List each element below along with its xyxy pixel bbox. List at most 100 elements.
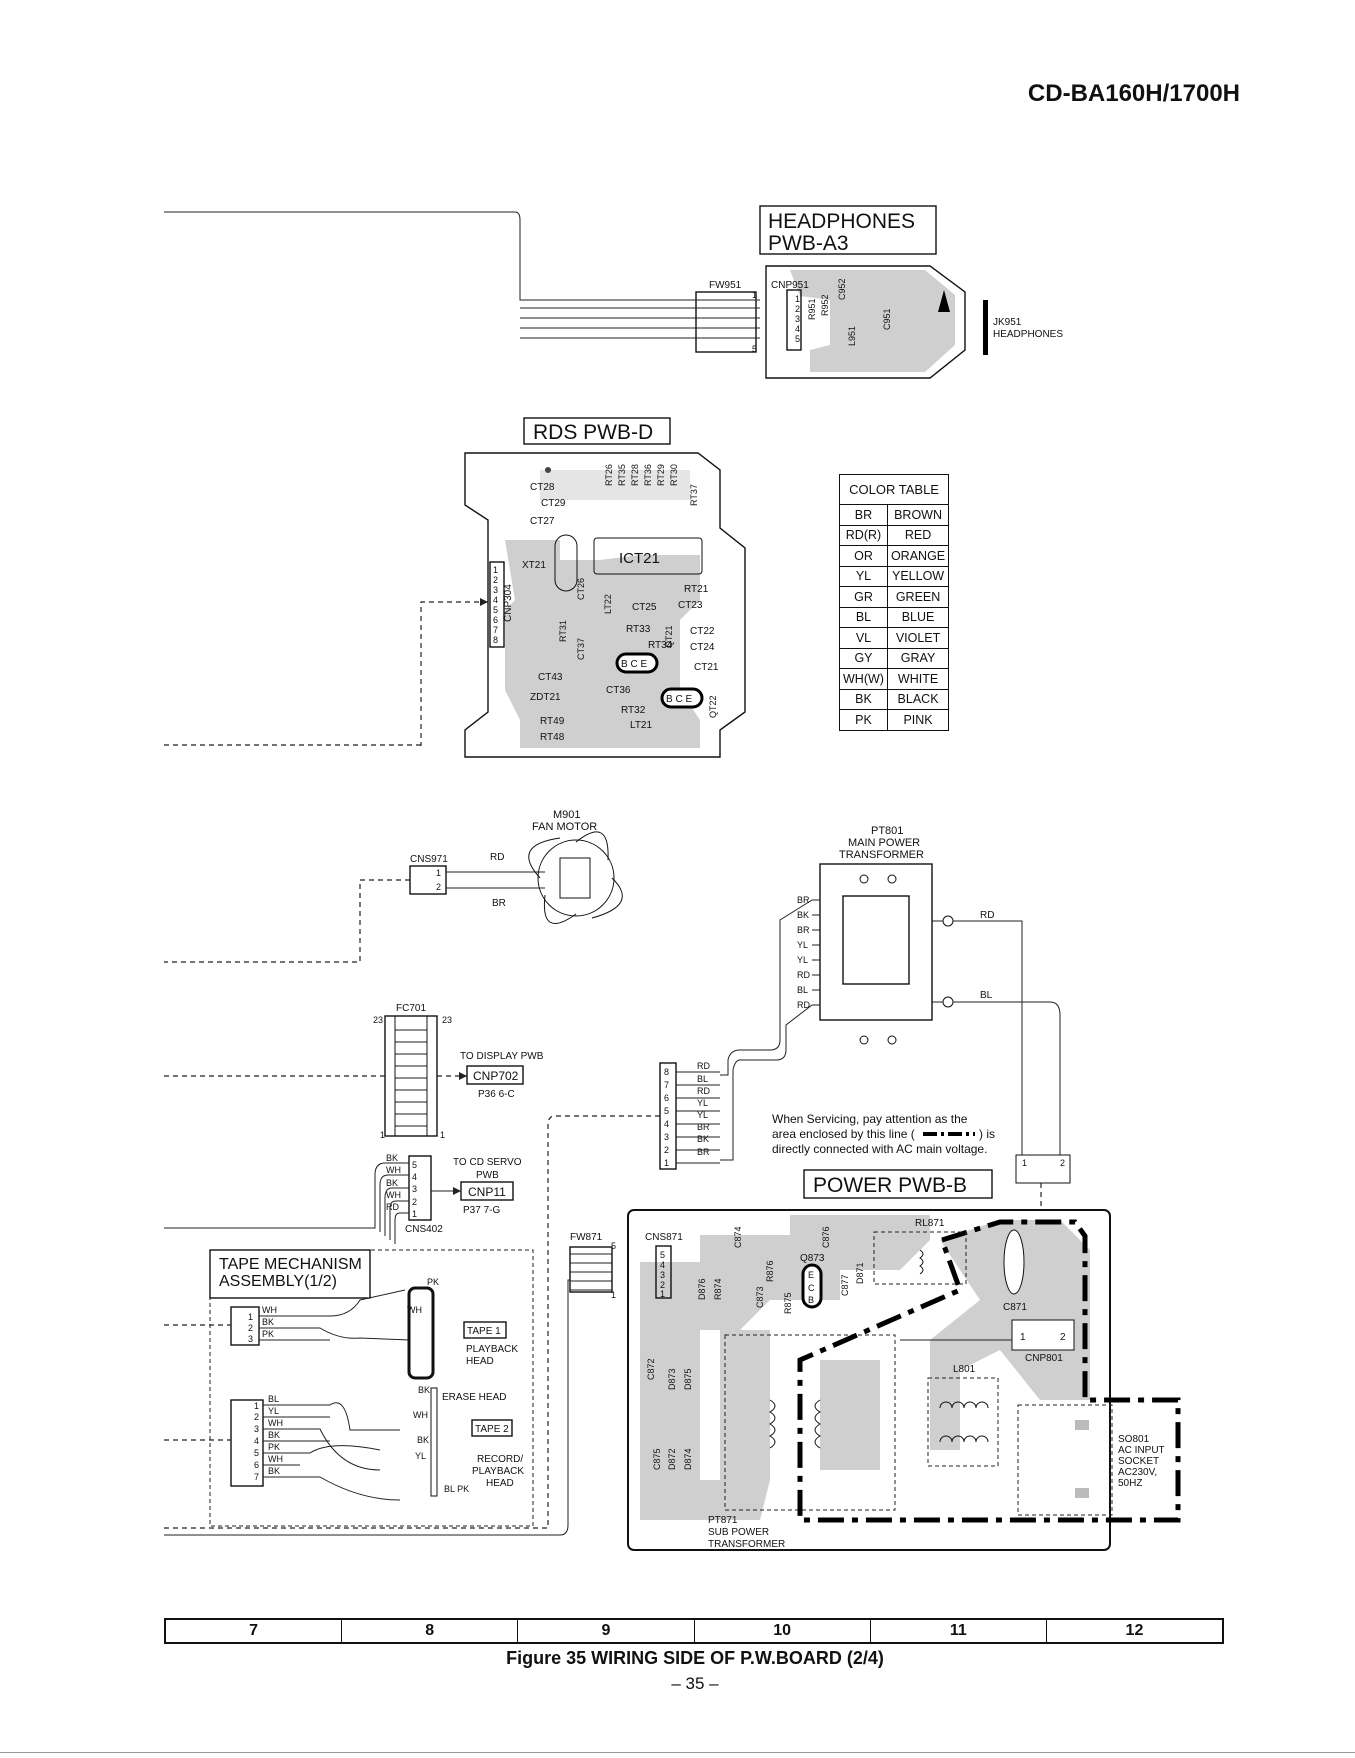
diagram-label: RD [980,910,994,921]
diagram-label: C873 [755,1286,765,1308]
diagram-label: 6 [493,615,498,625]
diagram-label: CT43 [538,672,563,683]
scale-cell: 7 [166,1620,343,1642]
tape-mechanism-outline [209,1249,534,1527]
diagram-shape [545,467,551,473]
diagram-label: RT36 [643,464,653,486]
scale-cell: 10 [695,1620,871,1642]
diagram-label: RD [797,970,810,980]
diagram-shape [939,1401,989,1443]
color-table-caption: COLOR TABLE [838,474,950,505]
diagram-label: C877 [840,1274,850,1296]
diagram-label: 3 [248,1334,253,1344]
diagram-label: R876 [765,1260,775,1282]
fc701-label: FC701 [396,1003,426,1014]
diagram-label: CT27 [530,516,555,527]
diagram-label: 6 [254,1460,259,1470]
diagram-label: RD [697,1061,710,1071]
diagram-shape [927,1377,999,1467]
diagram-shape [164,1115,660,1529]
diagram-label: 2 [248,1323,253,1333]
fan-motor-symbol [528,831,623,924]
diagram-label: R952 [820,294,830,316]
power-title: POWER PWB-B [813,1174,967,1197]
diagram-shape: 123 456 7 [254,1401,259,1482]
color-row: WH(W)WHITE [839,668,950,690]
color-table-cell: OR [839,545,888,567]
grid-scale-bar: 7 8 9 10 11 12 [164,1618,1224,1644]
pt871-label: PT871 [708,1515,738,1526]
diagram-shape: BL YL WH BK PK WH BK [268,1394,283,1476]
diagram-label: BK [386,1178,398,1188]
headphones-title-box [759,205,937,255]
diagram-label: 2 [795,304,800,314]
diagram-label: CT21 [694,662,719,673]
diagram-label: 7 [664,1080,669,1090]
diagram-shape [471,1419,513,1437]
ac-note-1: When Servicing, pay attention as the [772,1112,968,1126]
diagram-label: 5 [660,1250,665,1260]
cnp801-label: CNP801 [1025,1353,1063,1364]
diagram-shape [395,1029,427,1127]
diagram-shape [942,996,954,1008]
diagram-shape [489,561,505,648]
diagram-shape [1075,1488,1089,1498]
diagram-label: 1 [660,1289,665,1299]
diagram-label: BK [386,1153,398,1163]
diagram-label: WH [386,1190,401,1200]
diagram-shape [615,652,659,674]
so801-desc4: 50HZ [1118,1478,1142,1489]
to-display-label: TO DISPLAY PWB [460,1051,544,1062]
diagram-label: R875 [783,1292,793,1314]
diagram-label: 4 [664,1119,669,1129]
diagram-shape [430,1387,438,1497]
diagram-label: YL [415,1451,426,1461]
diagram-label: 1 [436,868,441,878]
diagram-label: C876 [821,1226,831,1248]
diagram-shape [559,857,591,899]
diagram-label: BL [980,990,993,1001]
pt871-outline [724,1334,896,1511]
rec-head-1: RECORD/ [477,1454,523,1465]
diagram-shape: BK WH BK WH RD [386,1153,401,1212]
diagram-label: YL [797,940,808,950]
diagram-label: 5 [493,605,498,615]
diagram-shape [593,537,703,575]
diagram-shape [466,1065,524,1085]
diagram-shape: 543 21 [660,1250,665,1299]
diagram-shape [230,1399,264,1487]
scale-cell: 11 [871,1620,1047,1642]
diagram-label: 1 [380,1130,385,1140]
diagram-label: C [808,1283,815,1293]
diagram-label: RT35 [617,464,627,486]
ac-note-2a: area enclosed by this line ( [772,1127,915,1141]
tape1-label: TAPE 1 [467,1326,501,1337]
scale-cell: 12 [1125,1622,1144,1639]
diagram-label: 7 [493,625,498,635]
color-table-cell: GR [839,586,888,608]
diagram-label: CT25 [632,602,657,613]
diagram-label: RD [386,1202,399,1212]
diagram-label: BK [797,910,809,920]
diagram-label: 6 [664,1093,669,1103]
diagram-shape [720,1330,880,1480]
color-table-cell: PK [839,709,888,731]
diagram-label: 3 [493,585,498,595]
diagram-shape [859,1035,869,1045]
diagram-label: 1 [248,1312,253,1322]
diagram-shape [676,1071,720,1164]
cns871-label: CNS871 [645,1232,683,1243]
diagram-label: B C E [666,694,692,705]
headphones-board [765,265,966,379]
diagram-label: L951 [847,326,857,346]
diagram-shape [983,300,988,355]
diagram-label: RT29 [656,464,666,486]
diagram-label: 3 [660,1270,665,1280]
rec-head-3: HEAD [486,1478,514,1489]
cnp801-connector [1011,1319,1075,1351]
diagram-label: RT28 [630,464,640,486]
diagram-label: 3 [795,314,800,324]
m901-label: M901 [553,809,581,821]
diagram-shape [801,1263,823,1309]
